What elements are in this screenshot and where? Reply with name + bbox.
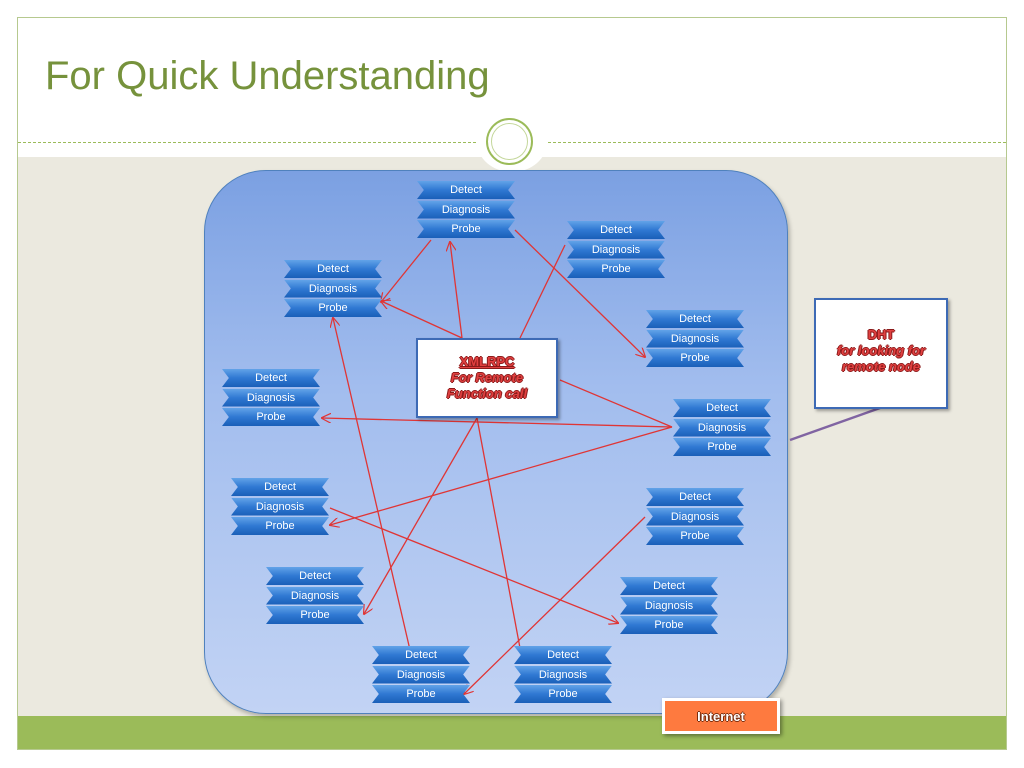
- detect-label: Detect: [567, 221, 665, 239]
- probe-label: Probe: [266, 606, 364, 624]
- node-block: Detect Diagnosis Probe: [231, 478, 329, 537]
- internet-label-text: Internet: [697, 708, 745, 724]
- node-block: Detect Diagnosis Probe: [514, 646, 612, 705]
- detect-label: Detect: [620, 577, 718, 595]
- probe-label: Probe: [620, 616, 718, 634]
- diagnosis-label: Diagnosis: [372, 665, 470, 684]
- probe-label: Probe: [646, 349, 744, 367]
- node-block: Detect Diagnosis Probe: [417, 181, 515, 240]
- diagnosis-label: Diagnosis: [646, 329, 744, 348]
- detect-label: Detect: [266, 567, 364, 585]
- diagnosis-label: Diagnosis: [231, 497, 329, 516]
- diagnosis-label: Diagnosis: [266, 586, 364, 605]
- probe-label: Probe: [514, 685, 612, 703]
- detect-label: Detect: [646, 488, 744, 506]
- probe-label: Probe: [646, 527, 744, 545]
- node-block: Detect Diagnosis Probe: [673, 399, 771, 458]
- probe-label: Probe: [231, 517, 329, 535]
- diagnosis-label: Diagnosis: [673, 418, 771, 437]
- slide-title: For Quick Understanding: [45, 54, 490, 98]
- xmlrpc-title: XMLRPC: [459, 354, 515, 369]
- node-block: Detect Diagnosis Probe: [620, 577, 718, 636]
- probe-label: Probe: [222, 408, 320, 426]
- internet-label: Internet: [662, 698, 780, 734]
- probe-label: Probe: [567, 260, 665, 278]
- node-block: Detect Diagnosis Probe: [567, 221, 665, 280]
- footer-band: [18, 716, 1006, 749]
- xmlrpc-line-2: For Remote: [450, 370, 524, 385]
- diagnosis-label: Diagnosis: [514, 665, 612, 684]
- diagnosis-label: Diagnosis: [646, 507, 744, 526]
- dht-title: DHT: [867, 327, 895, 342]
- xmlrpc-line-3: Function call: [446, 386, 528, 401]
- detect-label: Detect: [284, 260, 382, 278]
- diagnosis-label: Diagnosis: [567, 240, 665, 259]
- probe-label: Probe: [673, 438, 771, 456]
- node-block: Detect Diagnosis Probe: [372, 646, 470, 705]
- node-block: Detect Diagnosis Probe: [646, 488, 744, 547]
- diagnosis-label: Diagnosis: [284, 279, 382, 298]
- xmlrpc-box: XMLRPC For Remote Function call: [416, 338, 558, 418]
- detect-label: Detect: [514, 646, 612, 664]
- diagnosis-label: Diagnosis: [417, 200, 515, 219]
- node-block: Detect Diagnosis Probe: [646, 310, 744, 369]
- diagnosis-label: Diagnosis: [222, 388, 320, 407]
- detect-label: Detect: [372, 646, 470, 664]
- detect-label: Detect: [231, 478, 329, 496]
- diagnosis-label: Diagnosis: [620, 596, 718, 615]
- node-block: Detect Diagnosis Probe: [222, 369, 320, 428]
- dht-line-3: remote node: [841, 359, 920, 374]
- probe-label: Probe: [417, 220, 515, 238]
- circle-ornament-icon: [486, 118, 533, 165]
- detect-label: Detect: [673, 399, 771, 417]
- detect-label: Detect: [646, 310, 744, 328]
- dht-line-2: for looking for: [836, 343, 926, 358]
- detect-label: Detect: [222, 369, 320, 387]
- dht-callout: DHT for looking for remote node: [814, 298, 948, 409]
- probe-label: Probe: [284, 299, 382, 317]
- node-block: Detect Diagnosis Probe: [284, 260, 382, 319]
- detect-label: Detect: [417, 181, 515, 199]
- probe-label: Probe: [372, 685, 470, 703]
- node-block: Detect Diagnosis Probe: [266, 567, 364, 626]
